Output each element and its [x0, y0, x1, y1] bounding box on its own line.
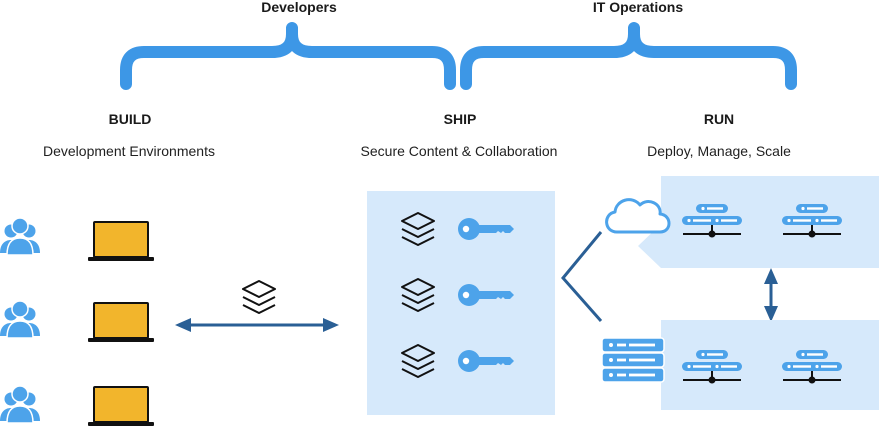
group-label-it-operations: IT Operations — [592, 0, 684, 15]
laptop-icon — [87, 386, 155, 426]
fork-connector — [561, 231, 603, 322]
double-arrow-horizontal — [175, 318, 339, 332]
stage-subtitle-build: Development Environments — [43, 143, 215, 159]
group-label-developers: Developers — [261, 0, 337, 15]
double-arrow-vertical — [764, 268, 778, 322]
users-icon — [0, 385, 41, 424]
stage-title-ship: SHIP — [443, 111, 477, 127]
users-icon — [0, 217, 41, 256]
laptop-icon — [87, 221, 155, 262]
layers-icon — [242, 280, 276, 314]
bracket-it-operations — [460, 22, 797, 90]
cloud-icon — [605, 198, 671, 234]
stage-subtitle-run: Deploy, Manage, Scale — [647, 143, 791, 159]
server-stack-icon — [601, 337, 665, 383]
stage-title-run: RUN — [703, 111, 735, 127]
users-icon — [0, 300, 41, 339]
run-cloud-panel — [638, 176, 879, 268]
bracket-developers — [120, 22, 456, 90]
stage-subtitle-ship: Secure Content & Collaboration — [360, 143, 558, 159]
laptop-icon — [87, 302, 155, 343]
run-onprem-panel — [638, 320, 879, 410]
stage-title-build: BUILD — [108, 111, 152, 127]
